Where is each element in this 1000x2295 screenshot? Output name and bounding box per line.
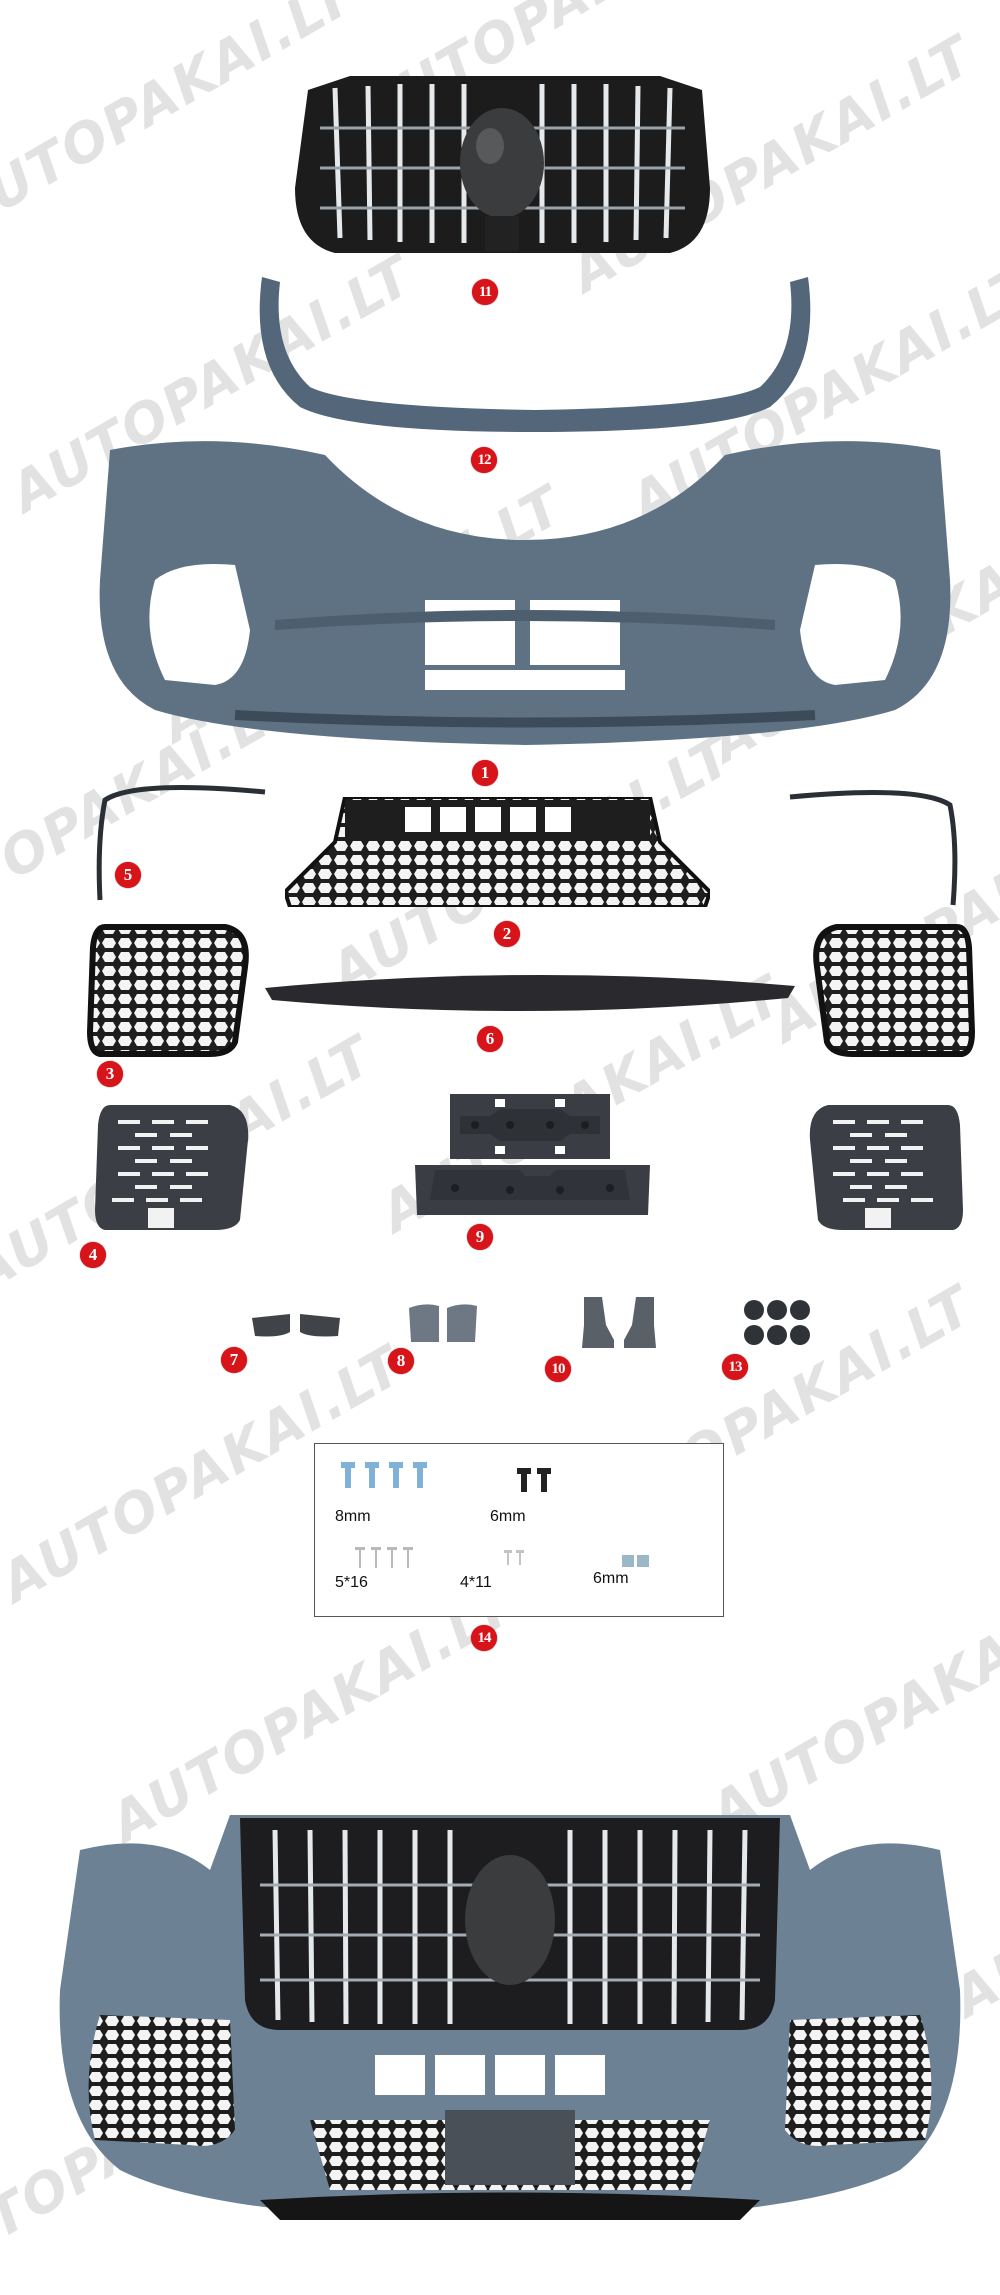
part-number-badge: 3 <box>97 1061 123 1087</box>
bracket-pair-part-7 <box>250 1310 345 1340</box>
tow-hook-cover-part-8 <box>407 1302 479 1344</box>
hex-bolt-icon <box>341 1462 427 1488</box>
fog-cover-left-part-4 <box>90 1100 255 1235</box>
part-number-badge: 7 <box>221 1347 247 1373</box>
part-number-badge: 11 <box>472 279 498 305</box>
assembled-bumper-photo <box>40 1790 980 2230</box>
trim-strip-part-12 <box>250 272 820 437</box>
fog-grille-left-part-3 <box>85 922 250 1057</box>
sensor-caps-part-13 <box>742 1298 812 1348</box>
part-number-badge: 4 <box>80 1242 106 1268</box>
black-bolt-icon <box>517 1468 551 1492</box>
part-number-badge: 9 <box>467 1224 493 1250</box>
front-bumper-part-1 <box>95 430 955 750</box>
fog-cover-right-part-4 <box>803 1100 968 1235</box>
plate-holder-lower-part-9 <box>410 1160 655 1218</box>
part-number-badge: 2 <box>494 921 520 947</box>
part-number-badge: 10 <box>545 1356 571 1382</box>
lip-spoiler-part-6 <box>260 968 800 1013</box>
trim-arc-right-part-5 <box>785 785 960 910</box>
hardware-size-label: 4*11 <box>460 1574 492 1591</box>
hardware-size-label: 6mm <box>490 1508 526 1525</box>
clip-nut-icon <box>622 1555 649 1567</box>
part-number-badge: 5 <box>115 862 141 888</box>
part-number-badge: 1 <box>472 760 498 786</box>
hardware-size-label: 5*16 <box>335 1574 368 1591</box>
part-number-badge: 13 <box>722 1354 748 1380</box>
part-number-badge: 12 <box>471 447 497 473</box>
hardware-size-label: 8mm <box>335 1508 371 1525</box>
part-number-badge: 8 <box>388 1348 414 1374</box>
hardware-kit-panel: 8mm 6mm 5*16 4*11 6mm <box>314 1443 724 1617</box>
hardware-size-label: 6mm <box>593 1570 629 1587</box>
screw-icon <box>355 1547 413 1568</box>
plate-holder-upper-part-9 <box>450 1094 610 1159</box>
part-number-badge: 6 <box>477 1026 503 1052</box>
part-number-badge: 14 <box>471 1625 497 1651</box>
grille-part-11 <box>290 68 715 268</box>
lower-grille-part-2 <box>285 797 710 907</box>
fog-grille-right-part-3 <box>812 922 977 1057</box>
trim-arc-left-part-5 <box>95 780 270 905</box>
small-screw-icon <box>504 1550 524 1565</box>
mounting-bracket-pair-part-10 <box>578 1295 660 1350</box>
